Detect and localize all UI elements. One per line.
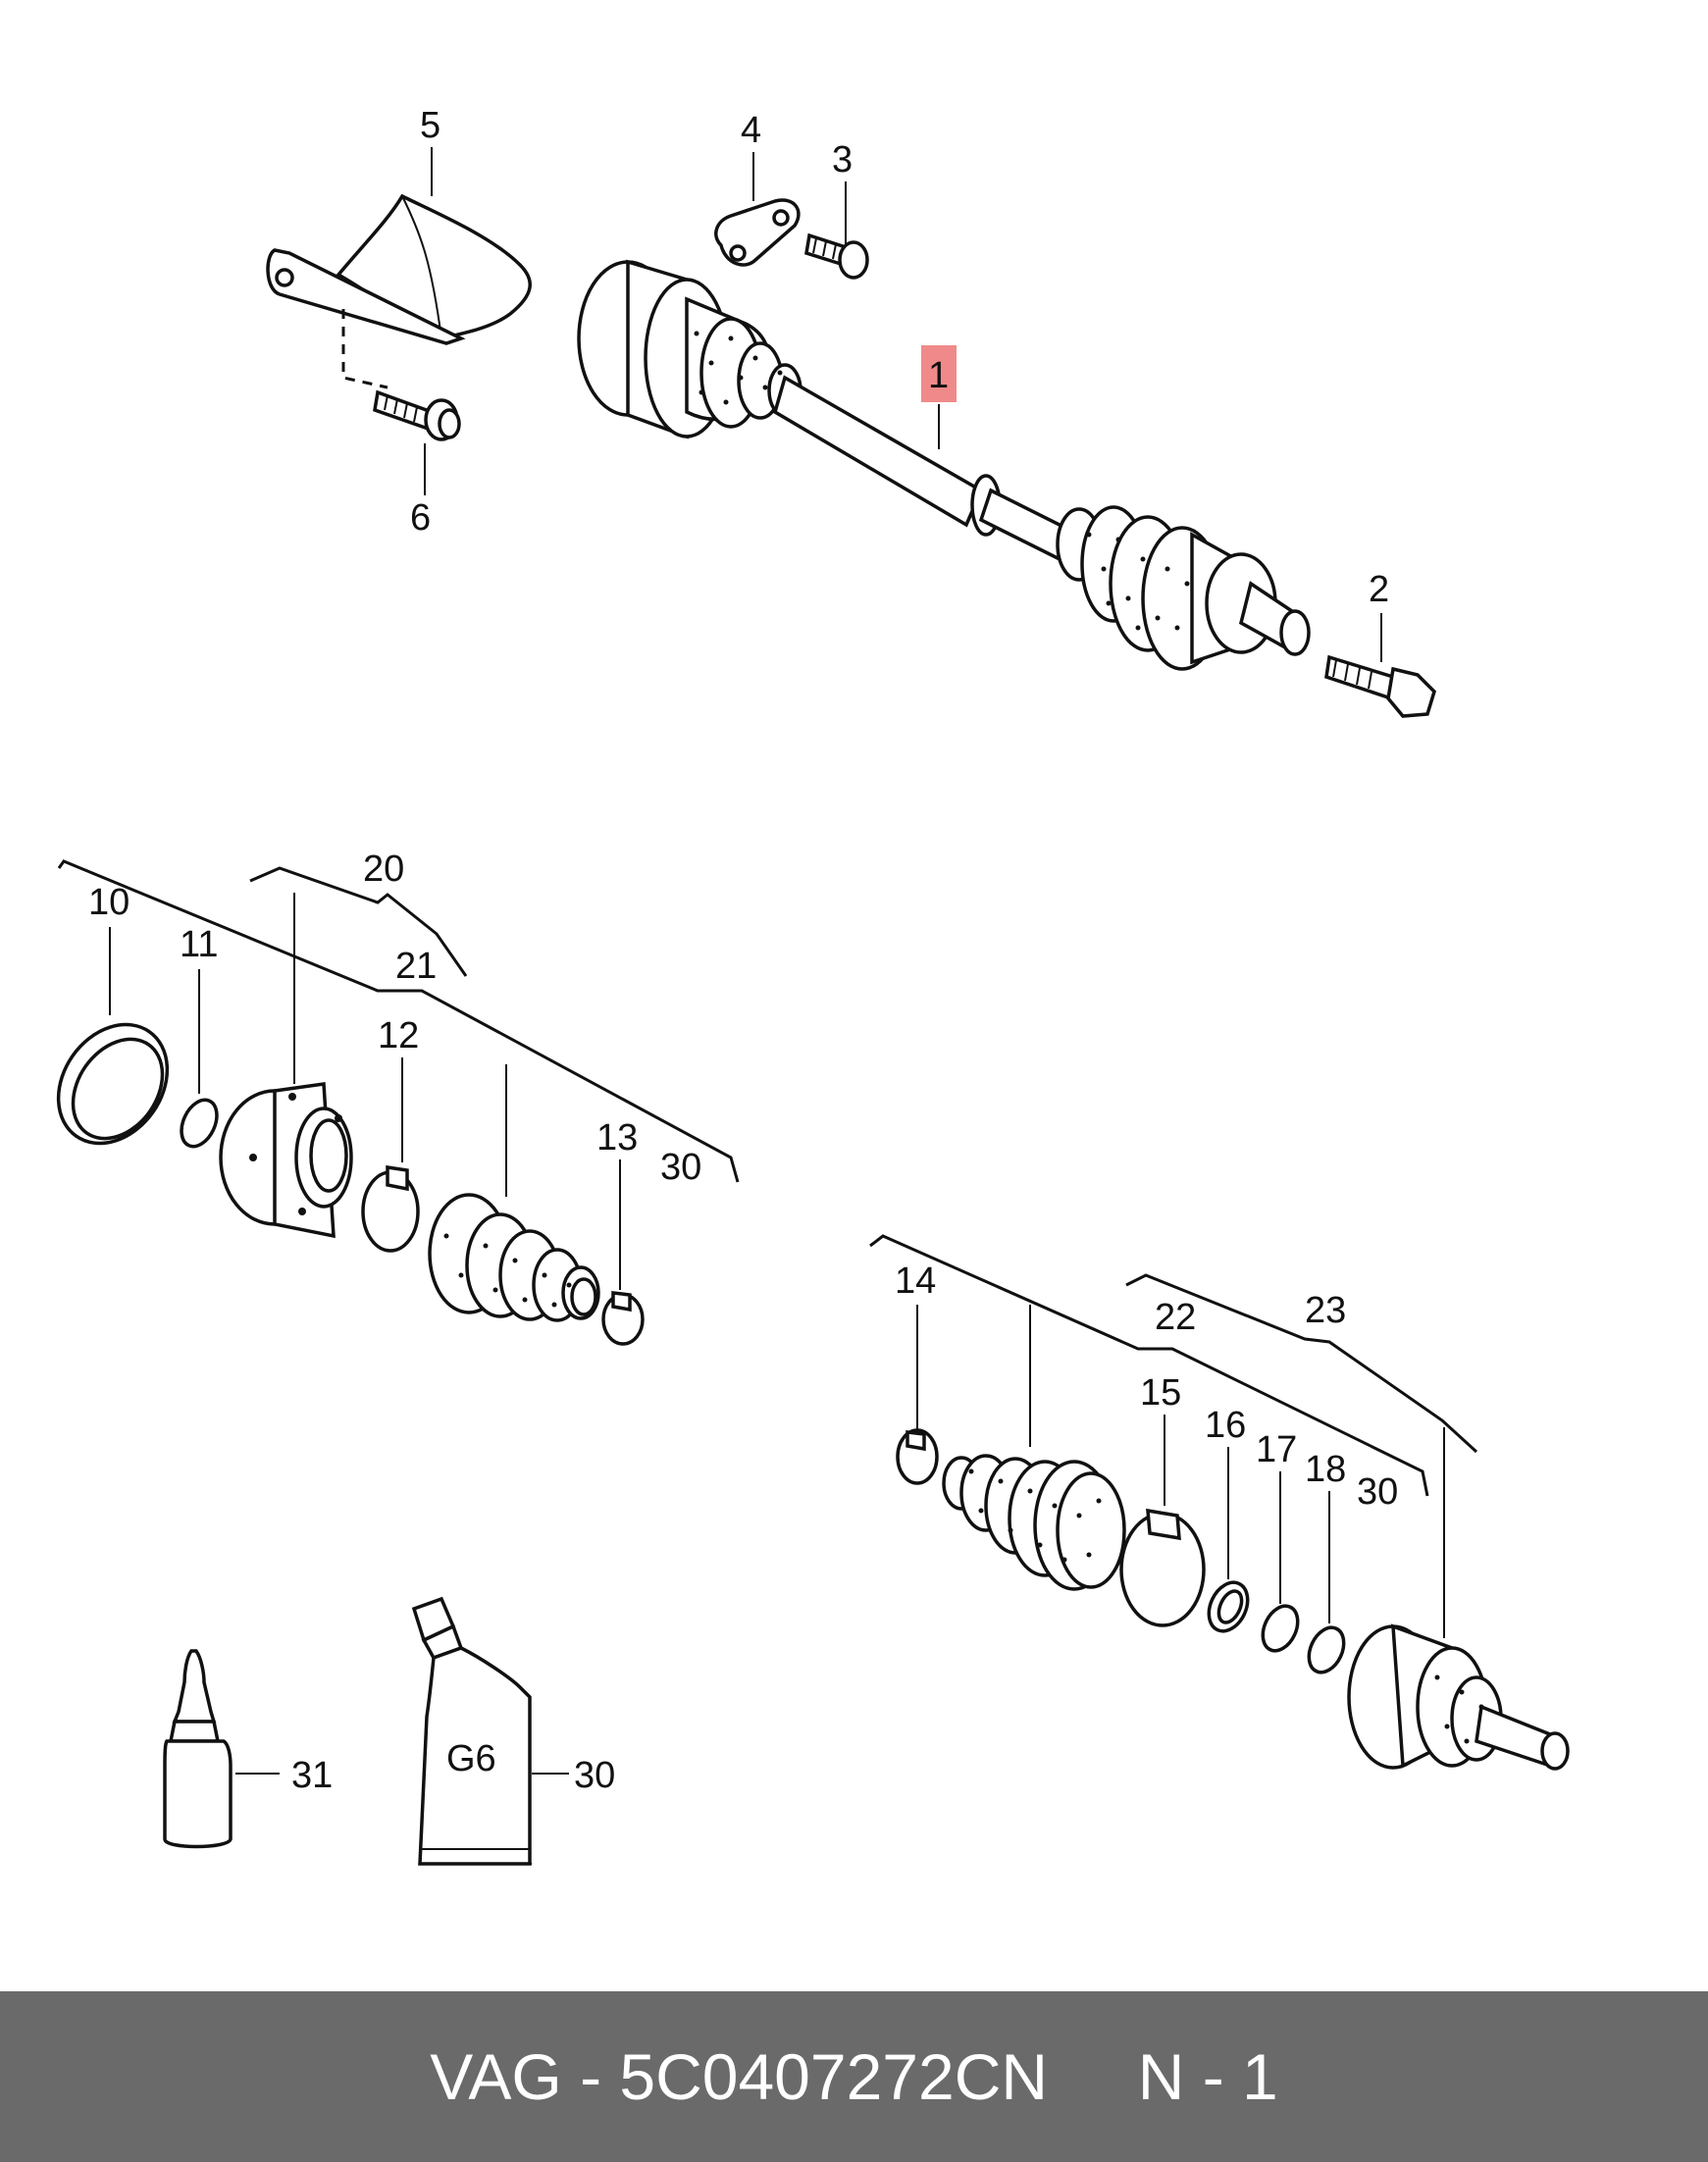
sealant-bottle-31-part — [163, 1649, 280, 1849]
outer-cv-joint-23-part — [1347, 1427, 1570, 1771]
callout-31-label: 31 — [291, 1755, 333, 1796]
bolt-3-part — [804, 232, 869, 280]
clamp-14-part — [896, 1305, 939, 1485]
boot-22-part — [942, 1305, 1126, 1591]
callout-2-label: 2 — [1369, 569, 1389, 610]
callout-4-label: 4 — [741, 110, 761, 151]
grease-tube-30-part: G6 — [411, 1596, 569, 1866]
boot-21-part — [428, 1064, 600, 1322]
ring-17-part — [1261, 1471, 1300, 1653]
footer-separator: - — [580, 2040, 602, 2113]
callout-30c-label: 30 — [574, 1755, 615, 1796]
drive-shaft-part — [577, 259, 1311, 671]
callout-14-label: 14 — [895, 1261, 936, 1302]
callout-11-label: 11 — [180, 924, 218, 965]
footer-part-number: 5C0407272CN — [619, 2040, 1049, 2113]
screw-6-part — [373, 389, 461, 495]
circlip-18-part — [1307, 1491, 1346, 1674]
circlip-11-part — [180, 969, 219, 1149]
inner-joint-kit-brackets — [57, 859, 740, 1183]
footer-brand: VAG — [430, 2040, 562, 2113]
callout-21-label: 21 — [395, 946, 437, 987]
callout-1-label: 1 — [928, 355, 949, 396]
callout-3-label: 3 — [832, 139, 853, 180]
flange-joint-part — [219, 893, 353, 1239]
callout-30a-label: 30 — [660, 1147, 701, 1188]
tube-g6-label: G6 — [446, 1738, 496, 1779]
clamp-15-part — [1119, 1415, 1206, 1627]
heat-shield-part — [266, 193, 532, 389]
outer-joint-kit-brackets — [869, 1234, 1478, 1497]
callout-12-label: 12 — [378, 1015, 419, 1056]
callout-6-label: 6 — [410, 497, 431, 539]
clamp-13-part — [601, 1159, 645, 1346]
ring-10-part — [56, 927, 170, 1146]
callout-20-label: 20 — [363, 849, 404, 890]
footer-bar: VAG - 5C0407272CN N - 1 — [0, 1991, 1708, 2162]
callout-16-label: 16 — [1205, 1405, 1246, 1446]
callout-22-label: 22 — [1155, 1297, 1196, 1338]
clamp-12-part — [361, 1057, 420, 1253]
exploded-parts-diagram: 5 6 4 3 — [56, 105, 1570, 1866]
plate-4-part — [714, 198, 801, 267]
callout-23-label: 23 — [1305, 1290, 1346, 1331]
callout-18-label: 18 — [1305, 1449, 1346, 1490]
callout-5-label: 5 — [420, 105, 440, 146]
callout-1-highlight — [921, 345, 957, 402]
callout-10-label: 10 — [88, 882, 129, 923]
callout-15-label: 15 — [1140, 1372, 1181, 1414]
footer-sheet: N - 1 — [1137, 2040, 1278, 2113]
callout-17-label: 17 — [1256, 1429, 1297, 1470]
callout-30b-label: 30 — [1357, 1471, 1398, 1513]
ring-16-part — [1207, 1447, 1250, 1633]
bolt-2-part — [1324, 654, 1436, 718]
callout-13-label: 13 — [596, 1117, 638, 1158]
